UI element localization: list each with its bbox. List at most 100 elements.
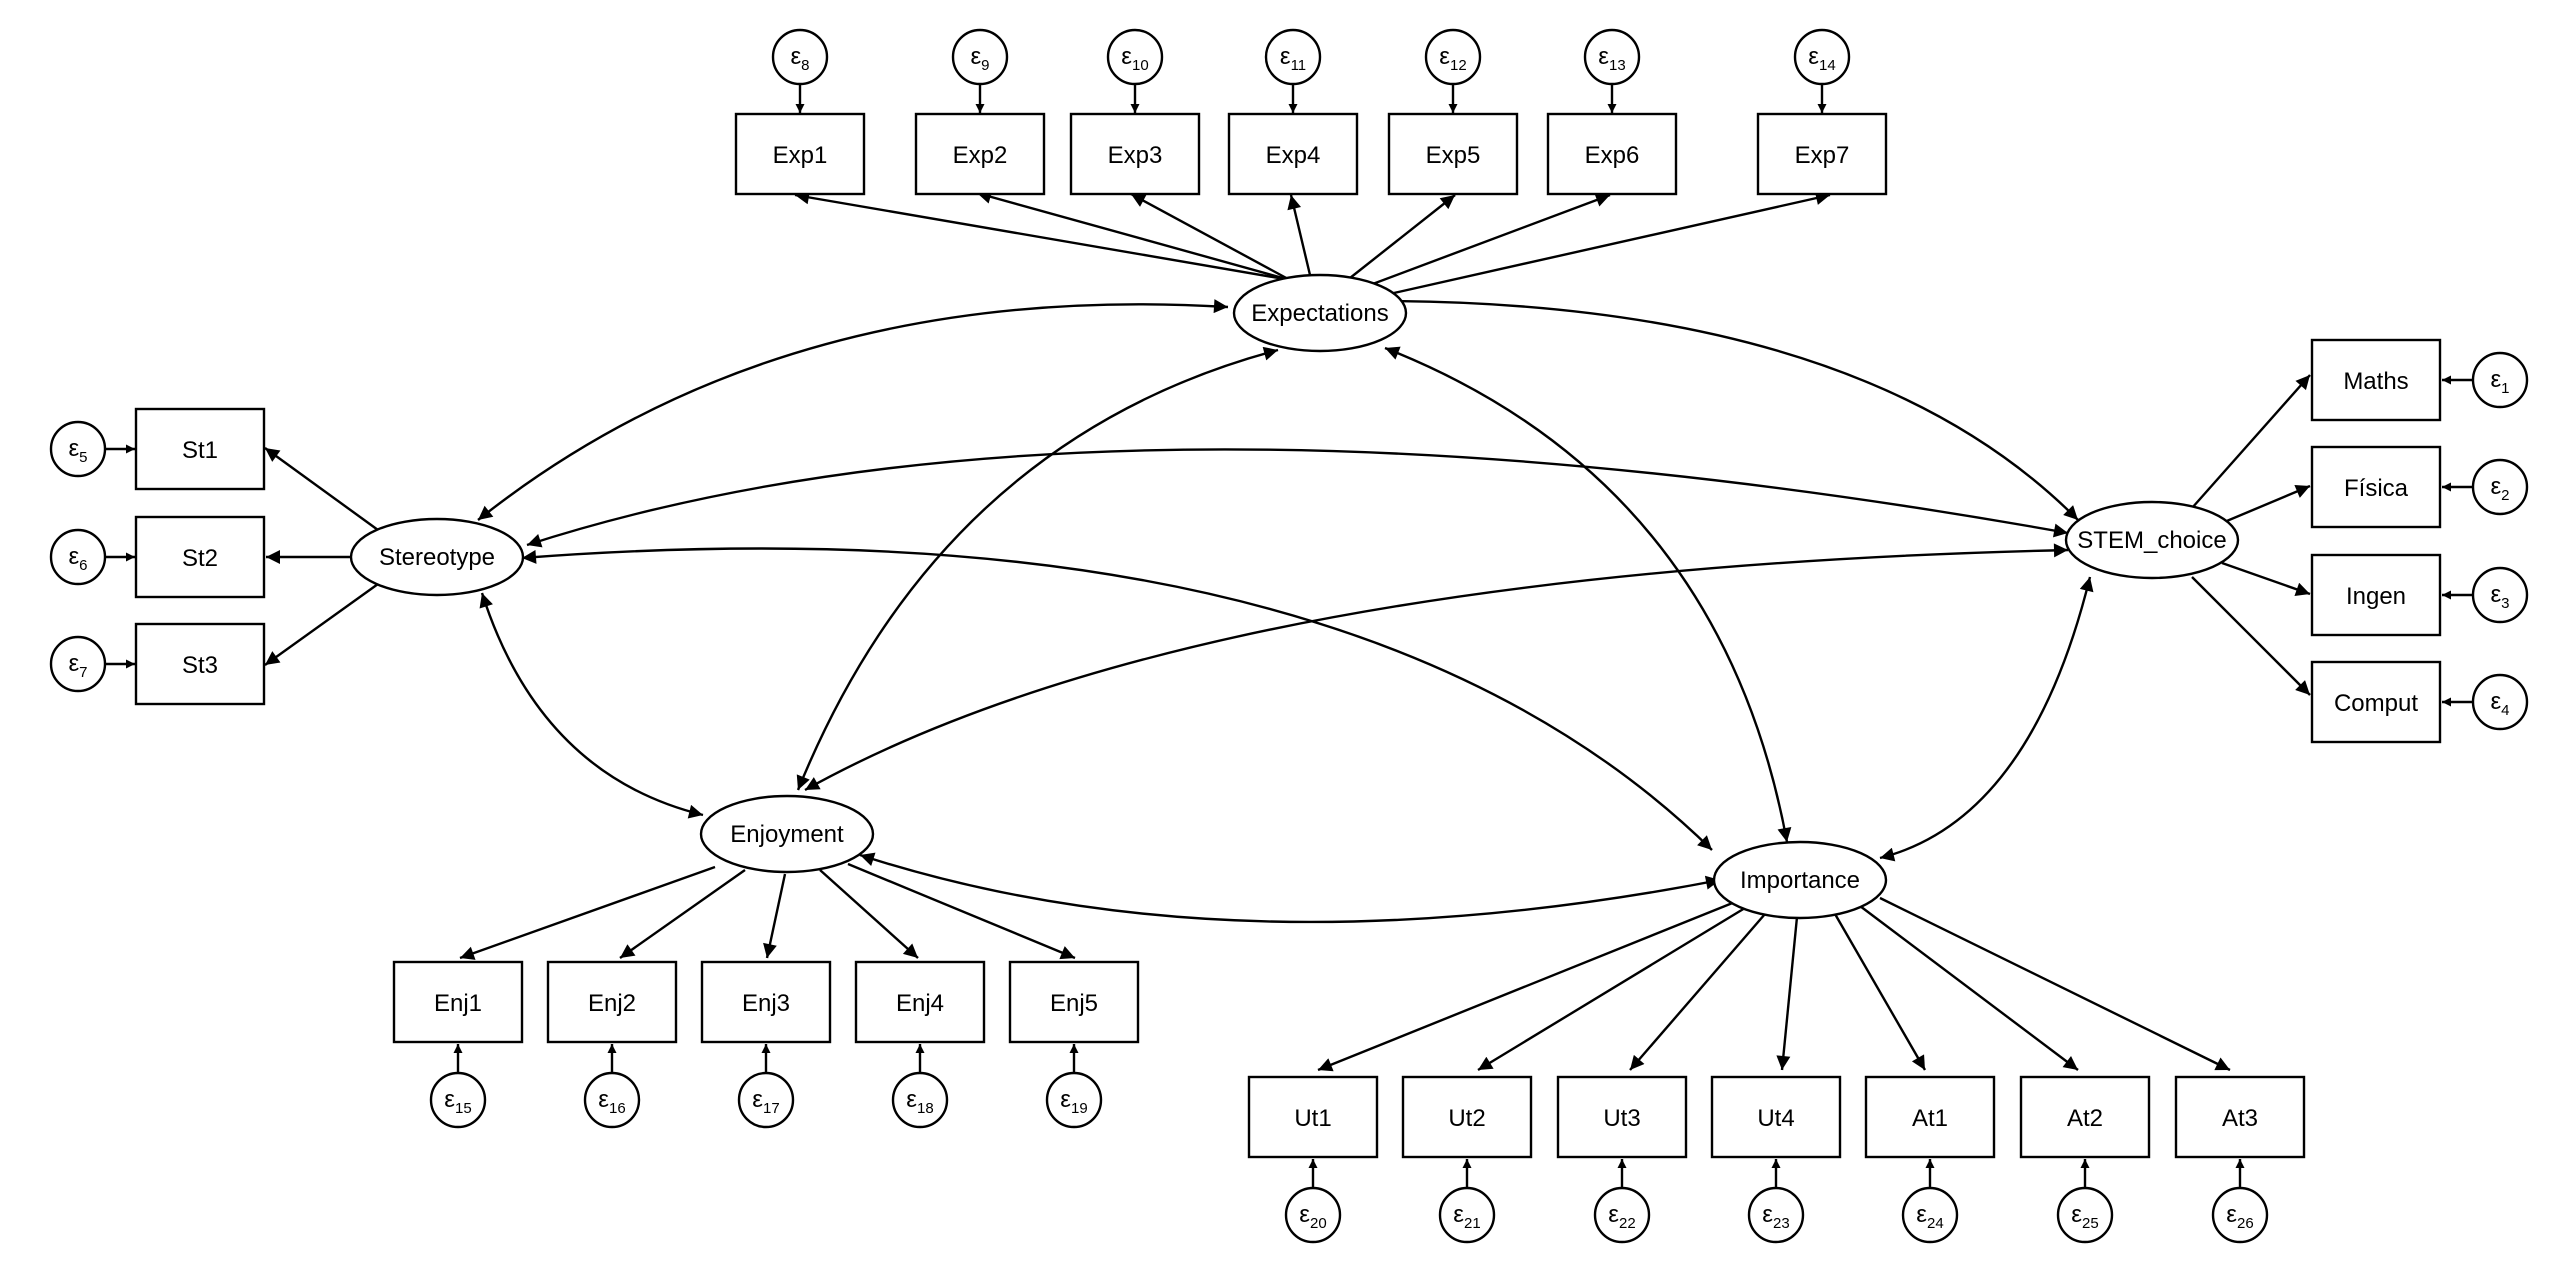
indicator-enj4: Enj4	[854, 960, 986, 1044]
indicator-exp6: Exp6	[1546, 112, 1678, 196]
error-e7: ε7	[49, 635, 107, 693]
error-e15-index: 15	[455, 1100, 472, 1117]
epsilon-symbol: ε	[906, 1086, 917, 1113]
indicator-enj1: Enj1	[392, 960, 524, 1044]
indicator-exp5: Exp5	[1387, 112, 1519, 196]
indicator-ingen: Ingen	[2310, 553, 2442, 637]
latent-expectations-label: Expectations	[1251, 300, 1388, 327]
indicator-enj2: Enj2	[546, 960, 678, 1044]
error-e17: ε17	[737, 1071, 795, 1129]
error-e11: ε11	[1264, 28, 1322, 86]
path-enjoyment-enj5	[847, 862, 1076, 960]
cov-stereotype-importance	[521, 547, 1713, 851]
epsilon-symbol: ε	[2490, 366, 2501, 393]
cov-stemchoice-enjoyment	[804, 543, 2069, 792]
error-e23-index: 23	[1773, 1215, 1790, 1232]
error-e25: ε25	[2056, 1186, 2114, 1244]
error-e21: ε21	[1438, 1186, 1496, 1244]
svg-text:ε1: ε1	[2490, 366, 2509, 397]
svg-text:ε10: ε10	[1121, 43, 1148, 74]
indicator-at3-label: At3	[2222, 1105, 2258, 1132]
latent-expectations: Expectations	[1232, 273, 1408, 353]
path-expectations-exp2	[976, 190, 1291, 282]
error-e16: ε16	[583, 1071, 641, 1129]
epsilon-symbol: ε	[444, 1086, 455, 1113]
error-e14-index: 14	[1819, 57, 1836, 74]
error-e8-index: 8	[801, 57, 809, 74]
svg-text:ε13: ε13	[1598, 43, 1625, 74]
cov-expectations-enjoyment	[796, 346, 1279, 791]
epsilon-symbol: ε	[2490, 473, 2501, 500]
path-expectations-exp5	[1349, 194, 1456, 279]
indicator-st3-label: St3	[182, 652, 218, 679]
path-expectations-exp6	[1369, 193, 1611, 287]
error-e22: ε22	[1593, 1186, 1651, 1244]
error-e25-index: 25	[2082, 1215, 2099, 1232]
error-e19: ε19	[1045, 1071, 1103, 1129]
error-e2: ε2	[2471, 458, 2529, 516]
svg-text:ε8: ε8	[790, 43, 809, 74]
indicator-exp2: Exp2	[914, 112, 1046, 196]
indicator-at2-label: At2	[2067, 1105, 2103, 1132]
svg-text:ε14: ε14	[1808, 43, 1835, 74]
indicator-ingen-label: Ingen	[2346, 583, 2406, 610]
epsilon-symbol: ε	[1608, 1201, 1619, 1228]
indicator-ut3-label: Ut3	[1603, 1105, 1640, 1132]
error-e20: ε20	[1284, 1186, 1342, 1244]
indicator-fisica: Física	[2310, 445, 2442, 529]
indicator-exp1-label: Exp1	[773, 142, 828, 169]
latent-importance-label: Importance	[1740, 867, 1860, 894]
latent-stereotype-label: Stereotype	[379, 544, 495, 571]
indicator-at2: At2	[2019, 1075, 2151, 1159]
cov-enjoyment-importance	[859, 852, 1721, 924]
path-importance-at1	[1833, 913, 1927, 1071]
latent-stem-choice: STEM_choice	[2064, 500, 2240, 580]
path-enjoyment-enj3	[763, 873, 787, 959]
error-e12: ε12	[1424, 28, 1482, 86]
path-importance-ut4	[1776, 916, 1799, 1071]
error-e4: ε4	[2471, 673, 2529, 731]
latent-stem-choice-label: STEM_choice	[2077, 527, 2226, 554]
error-e3-index: 3	[2501, 595, 2509, 612]
path-expectations-exp7	[1384, 191, 1831, 297]
error-terms: ε8 ε9 ε10 ε11 ε12 ε13 ε14 ε5 ε6 ε7 ε1 ε2…	[49, 28, 2529, 1244]
epsilon-symbol: ε	[1121, 43, 1132, 70]
error-e15: ε15	[429, 1071, 487, 1129]
svg-text:ε4: ε4	[2490, 688, 2509, 719]
covariance-paths	[477, 293, 2094, 924]
path-stemchoice-maths	[2191, 374, 2311, 509]
error-e4-index: 4	[2501, 702, 2509, 719]
error-e3: ε3	[2471, 566, 2529, 624]
svg-text:ε20: ε20	[1299, 1201, 1326, 1232]
error-e1-index: 1	[2501, 380, 2509, 397]
epsilon-symbol: ε	[1808, 43, 1819, 70]
epsilon-symbol: ε	[2226, 1201, 2237, 1228]
error-e21-index: 21	[1464, 1215, 1481, 1232]
indicator-comput-label: Comput	[2334, 690, 2418, 717]
error-e16-index: 16	[609, 1100, 626, 1117]
indicator-exp3-label: Exp3	[1108, 142, 1163, 169]
path-stereotype-st1	[264, 447, 379, 531]
svg-text:ε7: ε7	[68, 650, 87, 681]
svg-text:ε23: ε23	[1762, 1201, 1789, 1232]
svg-text:ε11: ε11	[1280, 43, 1306, 74]
epsilon-symbol: ε	[1060, 1086, 1071, 1113]
path-stereotype-st3	[264, 583, 379, 666]
path-importance-ut1	[1317, 900, 1736, 1072]
path-enjoyment-enj4	[819, 869, 919, 959]
epsilon-symbol: ε	[598, 1086, 609, 1113]
loading-paths	[264, 190, 2311, 1072]
indicator-exp4-label: Exp4	[1266, 142, 1321, 169]
path-importance-at2	[1859, 905, 2079, 1071]
cov-stereotype-stemchoice	[526, 448, 2069, 548]
error-e26: ε26	[2211, 1186, 2269, 1244]
svg-text:ε3: ε3	[2490, 581, 2509, 612]
path-stemchoice-ingen	[2221, 561, 2311, 596]
indicator-ut4: Ut4	[1710, 1075, 1842, 1159]
epsilon-symbol: ε	[752, 1086, 763, 1113]
epsilon-symbol: ε	[68, 650, 79, 677]
indicator-st1: St1	[134, 407, 266, 491]
error-e19-index: 19	[1071, 1100, 1088, 1117]
indicator-enj1-label: Enj1	[434, 990, 482, 1017]
